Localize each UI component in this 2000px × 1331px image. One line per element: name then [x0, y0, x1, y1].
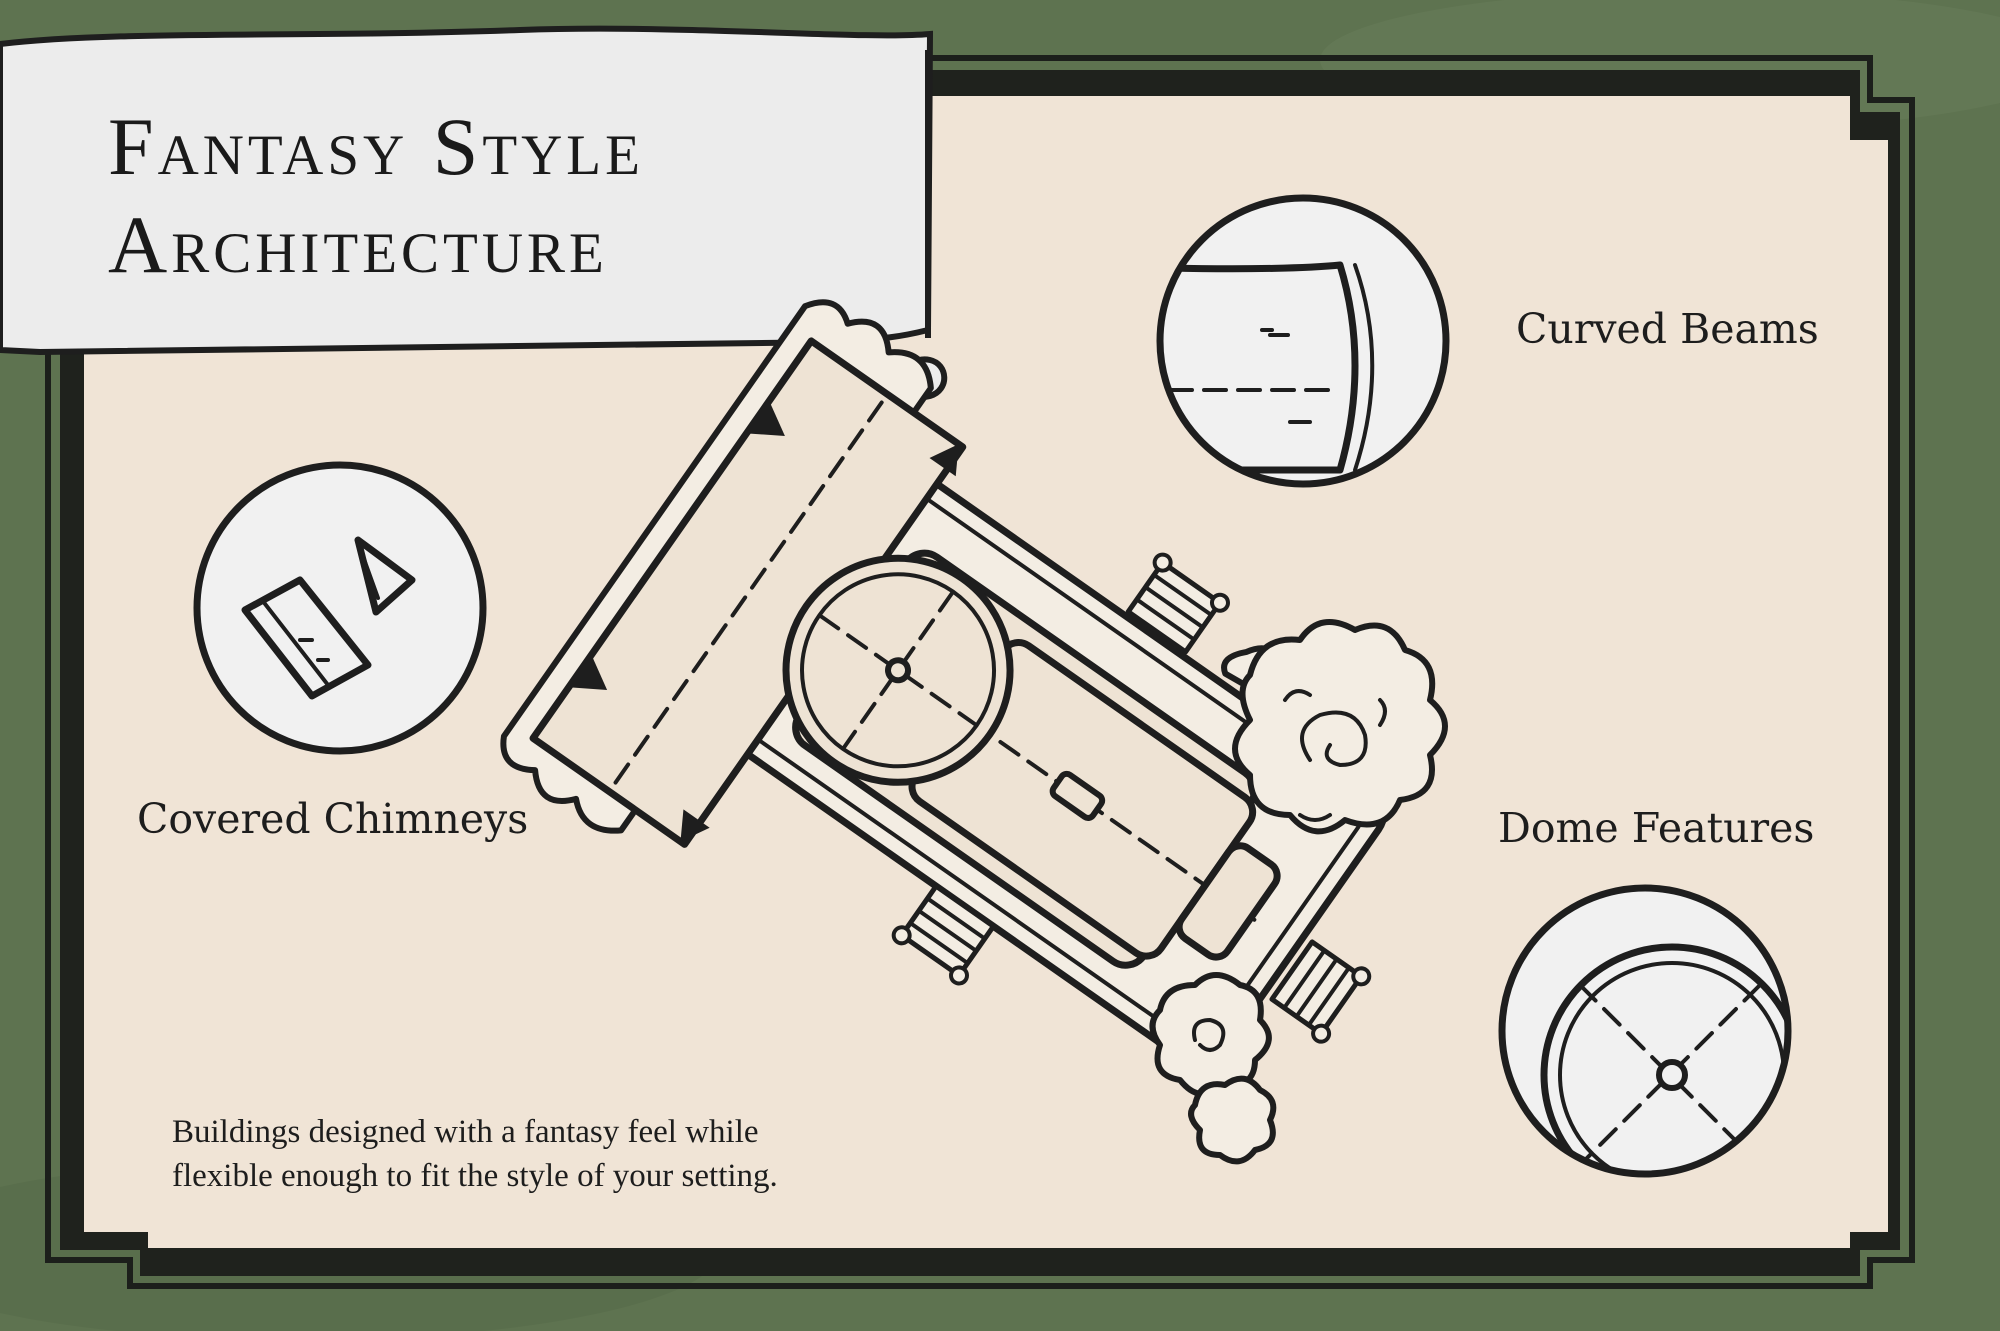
page-title-line-2: Architecture — [108, 199, 608, 290]
building-plan — [500, 299, 1448, 1165]
description-line-2: flexible enough to fit the style of your… — [172, 1158, 778, 1194]
feature-label-dome-features: Dome Features — [1498, 804, 1815, 852]
feature-label-covered-chimneys: Covered Chimneys — [137, 795, 529, 843]
feature-label-curved-beams: Curved Beams — [1516, 305, 1819, 353]
description: Buildings designed with a fantasy feel w… — [172, 1110, 778, 1198]
covered-chimneys-icon — [193, 461, 487, 755]
dome-features-icon — [1498, 884, 1792, 1178]
tree-small-1 — [1149, 972, 1272, 1097]
page-title: Fantasy Style Architecture — [108, 98, 644, 294]
curved-beams-icon — [1156, 194, 1450, 488]
description-line-1: Buildings designed with a fantasy feel w… — [172, 1114, 759, 1150]
page-title-line-1: Fantasy Style — [108, 101, 644, 192]
tree-small-2 — [1188, 1075, 1277, 1165]
tree-large — [1232, 619, 1448, 835]
